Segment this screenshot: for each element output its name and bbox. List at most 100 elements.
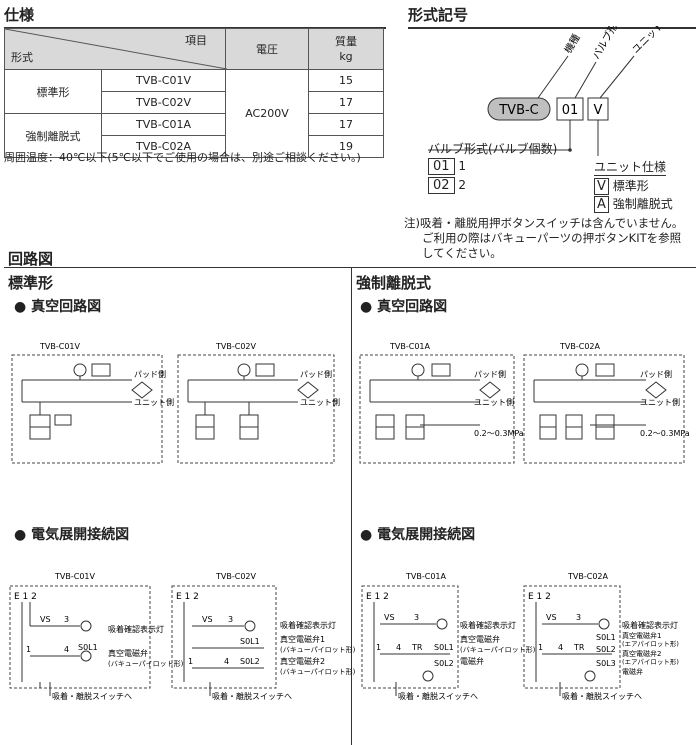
vs-label: VS: [546, 613, 557, 622]
unit-val: 強制離脱式: [612, 197, 673, 211]
valve-title: バルブ形式(バルブ個数): [428, 142, 558, 156]
node-4: 4: [558, 643, 563, 652]
lamp-label: 吸着確認表示灯: [460, 620, 516, 630]
vacuum-circuit-diagrams: TVB-C01V パッド側 ユニット側 TVB-C02V パッド側 ユニット側 …: [11, 342, 690, 464]
forced-elec-title: ● 電気展開接続図: [360, 527, 476, 543]
valve-sub: (バキューパイロット形): [460, 646, 536, 654]
node-3: 3: [64, 615, 69, 624]
group-std: 標準形: [4, 69, 102, 114]
node-3: 3: [228, 615, 233, 624]
code-title: 形式記号: [408, 4, 696, 29]
lamp-label: 吸着確認表示灯: [622, 620, 678, 630]
sol1-label: S0L1: [78, 643, 98, 652]
header-mass-label: 質量: [335, 35, 357, 48]
model-cell: TVB-C01V: [101, 69, 226, 92]
sol1-label: S0L1: [240, 637, 260, 646]
lbl-valve: バルブ形式: [589, 26, 625, 61]
diagonal-line: [5, 29, 227, 69]
e12-label: E 1 2: [366, 592, 389, 602]
e12-label: E 1 2: [176, 592, 199, 602]
mass-cell: 17: [308, 113, 384, 136]
model-label: TVB-C02V: [215, 342, 257, 351]
node-4: 4: [224, 657, 229, 666]
header-model: 形式: [11, 51, 33, 64]
valve2-sub: (バキューパイロット形): [280, 668, 356, 676]
switch-label: 吸着・離脱スイッチへ: [52, 691, 132, 701]
unit-opt-1: V 標準形: [594, 177, 649, 195]
node-1: 1: [538, 643, 543, 652]
header-voltage: 電圧: [225, 28, 309, 70]
model-label: TVB-C01A: [389, 342, 431, 351]
sol2-label: S0L2: [596, 645, 616, 654]
unit-title: ユニット仕様: [594, 160, 667, 176]
pad-side: パッド側: [134, 369, 166, 379]
switch-label: 吸着・離脱スイッチへ: [398, 691, 478, 701]
model-cell: TVB-C02V: [101, 91, 226, 114]
unit-code: A: [594, 196, 609, 213]
node-1: 1: [26, 645, 31, 654]
std-elec-title: ● 電気展開接続図: [14, 527, 130, 543]
valve-val: 1: [458, 159, 467, 173]
unit-side: ユニット側: [134, 397, 174, 407]
valve-code: 02: [428, 177, 455, 194]
code-valve: 01: [562, 103, 579, 118]
valve2-label: 真空電磁弁2: [622, 649, 661, 658]
note-line: 注)吸着・離脱用押ボタンスイッチは含んでいません。: [404, 216, 684, 230]
sol1-label: S0L1: [434, 643, 454, 652]
valve-val: 2: [458, 178, 467, 192]
model-label: TVB-C01A: [405, 572, 447, 581]
node-3: 3: [414, 613, 419, 622]
spec-title: 仕様: [4, 4, 386, 29]
sol3-label: S0L3: [596, 659, 616, 668]
forced-title: 強制離脱式: [356, 274, 432, 292]
forced-vac-title: ● 真空回路図: [360, 299, 448, 315]
model-label: TVB-C02A: [567, 572, 609, 581]
sol2-label: S0L2: [434, 659, 454, 668]
spec-note: 周囲温度：40℃以下(5℃以下でご使用の場合は、別途ご相談ください。): [4, 151, 361, 164]
unit-side: ユニット側: [300, 397, 340, 407]
model-label: TVB-C02V: [215, 572, 257, 581]
model-cell: TVB-C01A: [101, 113, 226, 136]
divider-vertical: [351, 267, 352, 745]
pressure-label: 0.2～0.3MPa: [640, 429, 690, 438]
node-1: 1: [188, 657, 193, 666]
lbl-model: 機種: [561, 32, 582, 56]
model-label: TVB-C02A: [559, 342, 601, 351]
elec-label: 電気展開接続図: [377, 527, 476, 543]
code-unit: V: [594, 103, 603, 118]
ap-valve-label: 電磁弁: [460, 656, 484, 666]
code-diagram: TVB-C 01 V 機種 バルブ形式 ユニット仕様: [428, 26, 681, 156]
valve2-sub: (エアパイロット形): [622, 658, 679, 666]
pad-side: パッド側: [300, 369, 332, 379]
code-base: TVB-C: [498, 103, 539, 118]
unit-val: 標準形: [612, 179, 649, 193]
pad-side: パッド側: [474, 369, 506, 379]
lbl-unit: ユニット仕様: [629, 26, 681, 56]
note-line: ご利用の際はバキューパーツの押ボタンKITを参照: [422, 231, 682, 245]
valve-opt-1: 01 1: [428, 158, 466, 175]
pad-side: パッド側: [640, 369, 672, 379]
valve1-sub: (エアパイロット形): [622, 640, 679, 648]
sol2-label: S0L2: [240, 657, 260, 666]
valve1-sub: (バキューパイロット形): [280, 646, 356, 654]
valve1-label: 真空電磁弁1: [622, 631, 661, 640]
node-4: 4: [64, 645, 69, 654]
spec-header-cell: 項目 形式: [4, 28, 227, 70]
sol1-label: S0L1: [596, 633, 616, 642]
mass-cell: 17: [308, 91, 384, 114]
code-note: 注)吸着・離脱用押ボタンスイッチは含んでいません。 ご利用の際はバキューパーツの…: [404, 216, 683, 261]
valve-sub: (バキューパイロット形): [108, 660, 184, 668]
divider: [4, 267, 696, 268]
e12-label: E 1 2: [528, 592, 551, 602]
electrical-diagrams: TVB-C01V E 1 2 VS 3 1 4 S0L1 吸着・離脱スイッチへ …: [9, 572, 679, 701]
header-item: 項目: [185, 34, 207, 47]
ap-valve-label: 電磁弁: [622, 667, 643, 676]
group-forced: 強制離脱式: [4, 113, 102, 158]
e12-label: E 1 2: [14, 592, 37, 602]
switch-label: 吸着・離脱スイッチへ: [562, 691, 642, 701]
switch-label: 吸着・離脱スイッチへ: [212, 691, 292, 701]
vs-label: VS: [202, 615, 213, 624]
mass-cell: 19: [308, 135, 384, 158]
